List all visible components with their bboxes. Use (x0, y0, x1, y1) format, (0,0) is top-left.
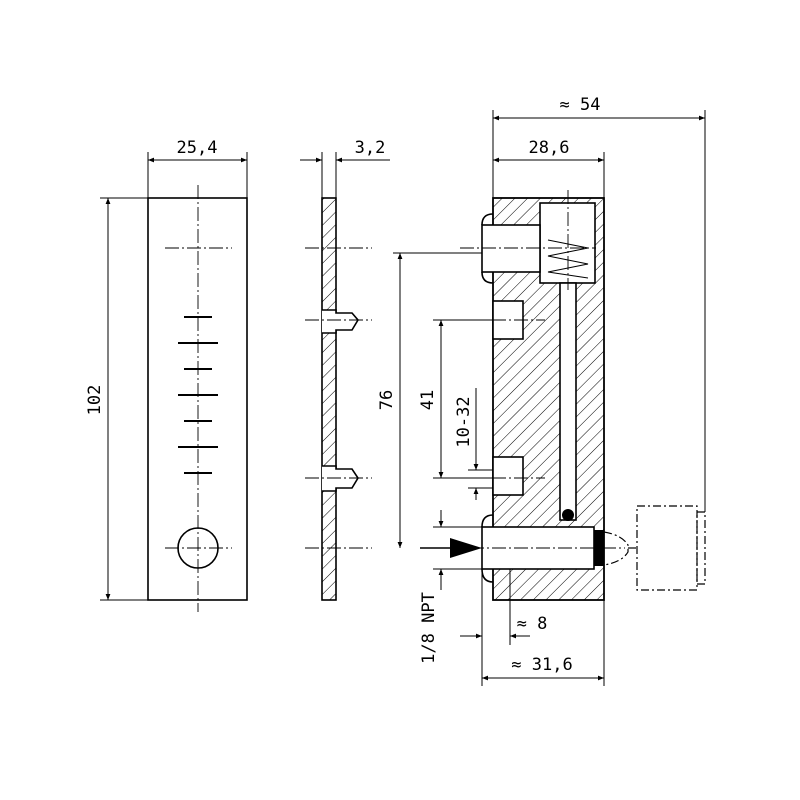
overall-width-dimension: ≈ 54 (560, 95, 601, 115)
inlet-hole (177, 527, 219, 569)
outlet-port (481, 224, 541, 273)
mounting-stud-upper (322, 309, 359, 334)
float-ball (562, 509, 574, 521)
plate-outline (147, 197, 248, 601)
valve-knob (636, 505, 698, 591)
height-dimension: 102 (85, 385, 105, 416)
flow-direction-arrow (450, 538, 482, 558)
port-spacing-dimension: 76 (377, 390, 397, 410)
mount-thread-dimension: 10-32 (454, 396, 474, 447)
scale-ticks (178, 316, 218, 474)
section-view: ≈ 54 28,6 76 41 10-32 1/8 NPT ≈ 8 ≈ 31,6 (377, 95, 706, 686)
mount-spacing-dimension: 41 (418, 390, 438, 410)
port-depth-dimension: ≈ 8 (517, 614, 548, 634)
mounting-stud-lower (322, 465, 359, 492)
front-view: 25,4 102 (85, 138, 248, 612)
width-dimension: 25,4 (177, 138, 218, 158)
spring-chamber (539, 202, 596, 284)
port-thread-dimension: 1/8 NPT (419, 592, 439, 664)
flow-tube (559, 282, 577, 521)
side-view: 3,2 (300, 138, 390, 601)
body-width-dimension: 28,6 (529, 138, 570, 158)
plate-section (321, 197, 337, 601)
port-width-dimension: ≈ 31,6 (511, 655, 572, 675)
mount-hole-lower (492, 456, 524, 496)
thickness-dimension: 3,2 (355, 138, 386, 158)
